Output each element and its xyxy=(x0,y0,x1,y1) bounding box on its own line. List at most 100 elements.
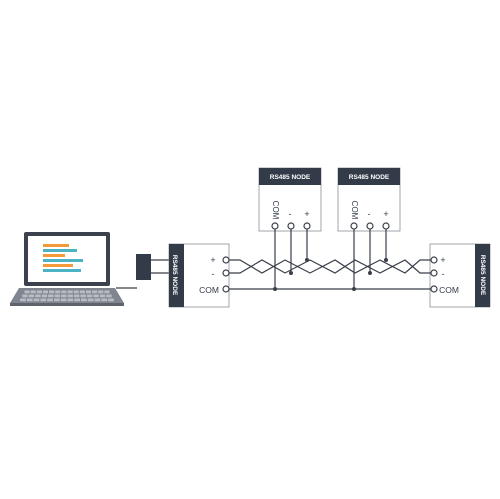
right-terminal-minus-label: - xyxy=(442,269,445,279)
keyboard-key xyxy=(99,294,106,298)
rs485-node-1: RS485 NODE COM - + xyxy=(258,167,322,232)
terminal-screw xyxy=(430,285,438,293)
keyboard-key xyxy=(79,290,85,294)
keyboard-key xyxy=(35,294,41,298)
laptop-keyboard xyxy=(20,290,114,302)
node-2-minus-label: - xyxy=(368,209,371,219)
keyboard-key xyxy=(55,290,61,294)
keyboard-key xyxy=(41,294,48,298)
keyboard-key xyxy=(94,298,101,302)
keyboard-key xyxy=(28,294,35,298)
node-1-title: RS485 NODE xyxy=(270,174,311,181)
junction-dot xyxy=(368,271,372,275)
keyboard-key xyxy=(49,290,55,294)
bus-wire-b xyxy=(226,259,434,274)
keyboard-key xyxy=(93,294,99,298)
keyboard-key xyxy=(60,298,67,302)
node-1-plus-label: + xyxy=(304,209,309,219)
terminal-screw xyxy=(222,285,230,293)
terminal-screw xyxy=(271,222,279,230)
keyboard-key xyxy=(81,298,87,302)
left-terminal-plus-label: + xyxy=(210,255,215,265)
screen-bar xyxy=(43,254,65,257)
keyboard-key xyxy=(92,290,98,294)
node-2-header xyxy=(338,168,400,185)
terminal-screw xyxy=(303,222,311,230)
left-node-title: RS485 NODE xyxy=(171,255,178,296)
node-1-com-label: COM xyxy=(271,201,280,220)
screen-bar xyxy=(43,249,77,252)
node-2-title: RS485 NODE xyxy=(349,174,390,181)
keyboard-key xyxy=(101,298,108,302)
usb-converter-icon xyxy=(136,254,151,280)
keyboard-key xyxy=(104,290,110,294)
terminal-screw xyxy=(350,222,358,230)
laptop-base-edge xyxy=(10,303,124,306)
keyboard-key xyxy=(22,294,28,298)
laptop-icon xyxy=(10,232,124,306)
terminal-screw xyxy=(222,269,230,277)
keyboard-key xyxy=(74,298,81,302)
junction-dot xyxy=(273,287,277,291)
screen-bar xyxy=(43,244,69,247)
node-1-header xyxy=(259,168,321,185)
keyboard-key xyxy=(54,294,61,298)
junction-dot xyxy=(384,258,388,262)
screen-bar xyxy=(43,269,81,272)
terminal-screw xyxy=(287,222,295,230)
keyboard-key xyxy=(67,298,74,302)
left-node-tab xyxy=(169,244,184,307)
keyboard-key xyxy=(36,290,42,294)
keyboard-key xyxy=(108,298,114,302)
keyboard-key xyxy=(48,294,54,298)
bus-wiring xyxy=(226,226,434,290)
left-terminal-com-label: COM xyxy=(199,285,219,295)
node-1-minus-label: - xyxy=(289,209,292,219)
keyboard-key xyxy=(106,294,112,298)
keyboard-key xyxy=(61,294,67,298)
rs485-node-2: RS485 NODE COM - + xyxy=(337,167,401,232)
keyboard-key xyxy=(30,290,36,294)
node-2-com-label: COM xyxy=(350,201,359,220)
terminal-screw xyxy=(430,269,438,277)
keyboard-key xyxy=(47,298,53,302)
terminal-screw xyxy=(366,222,374,230)
junction-dot xyxy=(305,258,309,262)
node-2-plus-label: + xyxy=(383,209,388,219)
keyboard-key xyxy=(73,294,80,298)
terminal-screw xyxy=(382,222,390,230)
keyboard-key xyxy=(40,298,47,302)
left-terminal-minus-label: - xyxy=(212,269,215,279)
keyboard-key xyxy=(87,298,94,302)
terminal-screw xyxy=(222,256,230,264)
keyboard-key xyxy=(42,290,49,294)
terminal-screw xyxy=(430,256,438,264)
keyboard-key xyxy=(26,298,33,302)
right-end-node: RS485 NODE + - COM xyxy=(429,243,491,308)
keyboard-key xyxy=(98,290,104,294)
left-end-node: RS485 NODE + - COM xyxy=(168,243,230,308)
keyboard-key xyxy=(86,294,93,298)
junction-dot xyxy=(289,271,293,275)
right-terminal-plus-label: + xyxy=(440,255,445,265)
right-terminal-com-label: COM xyxy=(439,285,459,295)
screen-bar xyxy=(43,259,83,262)
keyboard-key xyxy=(85,290,92,294)
junction-dots xyxy=(273,258,388,291)
screen-bar xyxy=(43,264,73,267)
keyboard-key xyxy=(33,298,40,302)
keyboard-key xyxy=(67,290,73,294)
keyboard-key xyxy=(61,290,67,294)
keyboard-key xyxy=(20,298,26,302)
keyboard-key xyxy=(67,294,73,298)
junction-dot xyxy=(352,287,356,291)
right-node-tab xyxy=(475,244,490,307)
keyboard-key xyxy=(53,298,60,302)
keyboard-key xyxy=(73,290,79,294)
right-node-title: RS485 NODE xyxy=(479,255,486,296)
terminal-screws xyxy=(222,222,438,293)
bus-wire-a xyxy=(226,259,434,274)
keyboard-key xyxy=(80,294,86,298)
keyboard-key xyxy=(24,290,30,294)
